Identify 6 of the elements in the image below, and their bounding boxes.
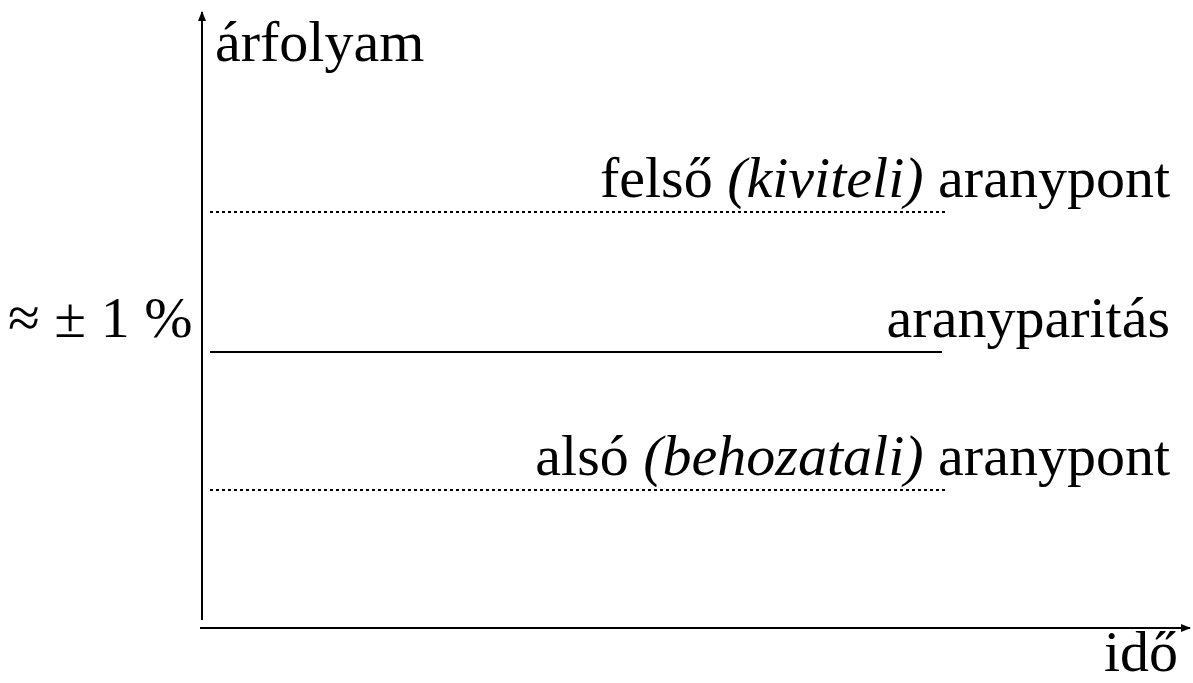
axis-label: árfolyam — [215, 13, 425, 71]
line-label: felső (kiviteli) aranypont — [599, 149, 1170, 207]
line-label: aranyparitás — [886, 289, 1170, 347]
axis-label: idő — [1103, 623, 1178, 681]
line-label: alsó (behozatali) aranypont — [535, 427, 1170, 485]
range-label: ≈ ± 1 % — [8, 289, 193, 347]
